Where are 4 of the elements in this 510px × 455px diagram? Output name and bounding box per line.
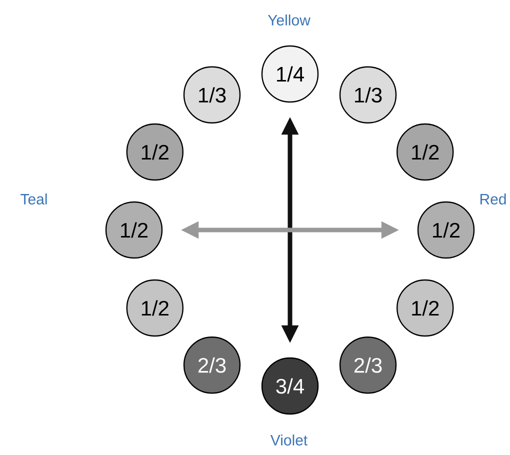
color-label: Red: [480, 194, 506, 204]
color-label: Violet: [270, 434, 308, 446]
color-label: Teal: [20, 194, 47, 204]
color-label: Yellow: [268, 14, 310, 26]
